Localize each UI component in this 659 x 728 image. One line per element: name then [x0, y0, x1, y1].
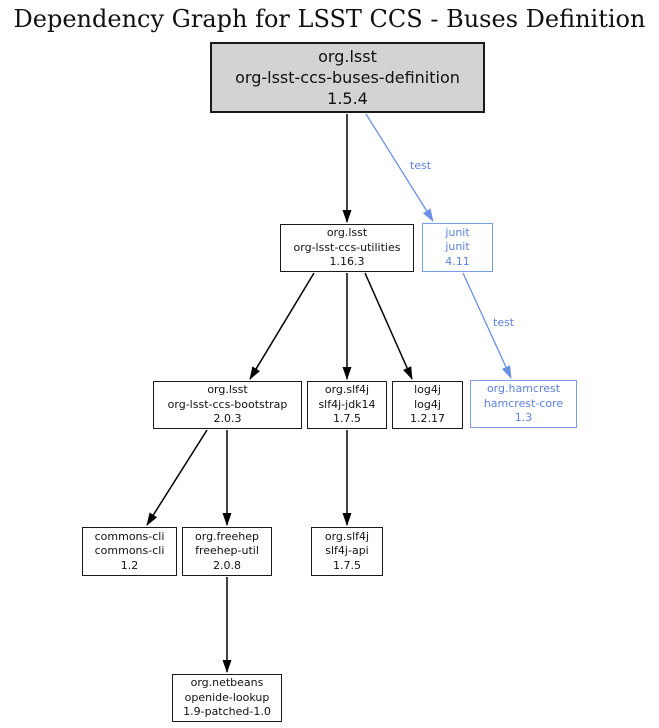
node-version: 1.3	[514, 411, 533, 425]
edge-junit-to-hamcrest-core	[462, 272, 512, 379]
node-artifact-id: slf4j-jdk14	[318, 397, 376, 411]
node-group-id: org.lsst	[326, 226, 368, 240]
node-group-id: org.freehep	[195, 529, 259, 543]
node-slf4j-jdk14: org.slf4j slf4j-jdk14 1.7.5	[307, 381, 387, 429]
node-version: 1.7.5	[333, 558, 361, 572]
node-group-id: org.slf4j	[324, 383, 370, 397]
node-version: 1.9-patched-1.0	[183, 705, 271, 719]
node-openide-lookup: org.netbeans openide-lookup 1.9-patched-…	[172, 674, 282, 722]
node-group-id: org.slf4j	[324, 529, 370, 543]
edge-utilities-to-log4j	[364, 272, 413, 380]
node-slf4j-api: org.slf4j slf4j-api 1.7.5	[311, 527, 383, 576]
node-junit: junit junit 4.11	[422, 223, 493, 272]
node-group-id: commons-cli	[94, 529, 165, 543]
edge-label-test-1: test	[410, 159, 432, 172]
edge-buses-definition-to-junit	[365, 113, 434, 222]
node-version: 2.0.3	[213, 412, 242, 426]
edge-utilities-to-bootstrap	[249, 272, 315, 380]
node-org-lsst-ccs-bootstrap: org.lsst org-lsst-ccs-bootstrap 2.0.3	[153, 381, 302, 429]
node-hamcrest-core: org.hamcrest hamcrest-core 1.3	[470, 380, 577, 428]
node-version: 1.5.4	[327, 89, 368, 108]
node-artifact-id: log4j	[414, 397, 441, 411]
node-org-lsst-ccs-utilities: org.lsst org-lsst-ccs-utilities 1.16.3	[280, 224, 414, 272]
node-group-id: org.netbeans	[190, 676, 264, 690]
node-org-lsst-ccs-buses-definition: org.lsst org-lsst-ccs-buses-definition 1…	[210, 42, 485, 113]
node-artifact-id: org-lsst-ccs-bootstrap	[167, 397, 288, 411]
node-group-id: junit	[445, 225, 470, 239]
edge-bootstrap-to-commons-cli	[146, 429, 208, 526]
node-artifact-id: openide-lookup	[184, 690, 270, 704]
node-artifact-id: commons-cli	[94, 544, 165, 558]
diagram-title: Dependency Graph for LSST CCS - Buses De…	[13, 5, 646, 33]
node-log4j: log4j log4j 1.2.17	[392, 381, 463, 429]
edge-label-test-2: test	[493, 316, 515, 329]
node-version: 1.2.17	[410, 412, 445, 426]
node-version: 1.7.5	[333, 412, 361, 426]
node-group-id: org.hamcrest	[486, 382, 561, 396]
node-group-id: org.lsst	[318, 47, 377, 66]
node-artifact-id: org-lsst-ccs-utilities	[293, 240, 401, 254]
node-artifact-id: org-lsst-ccs-buses-definition	[235, 68, 460, 87]
node-version: 1.2	[120, 558, 139, 572]
node-freehep-util: org.freehep freehep-util 2.0.8	[182, 527, 272, 576]
node-artifact-id: junit	[445, 240, 470, 254]
node-artifact-id: slf4j-api	[325, 544, 369, 558]
node-group-id: org.lsst	[207, 383, 248, 397]
node-group-id: log4j	[414, 383, 441, 397]
node-artifact-id: freehep-util	[195, 544, 259, 558]
node-version: 1.16.3	[329, 255, 365, 269]
node-artifact-id: hamcrest-core	[483, 396, 564, 410]
node-version: 4.11	[445, 254, 470, 268]
node-version: 2.0.8	[213, 558, 241, 572]
node-commons-cli: commons-cli commons-cli 1.2	[82, 527, 177, 576]
